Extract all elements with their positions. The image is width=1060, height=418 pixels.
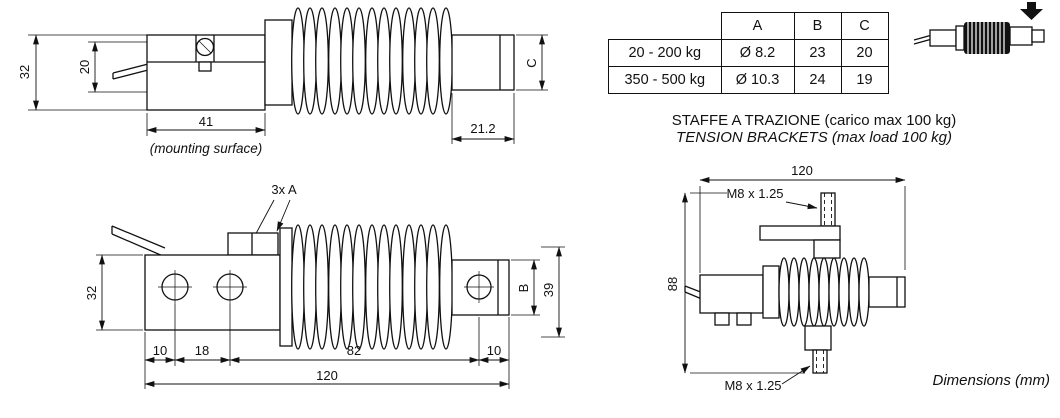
body-outline [699,274,764,314]
table-header-row: A B C [609,12,889,40]
dim-body-width: 32 [84,286,99,300]
bellows [964,22,1010,54]
bellows [291,224,453,350]
top-bracket-riser [813,239,841,259]
table-row: 20 - 200 kg Ø 8.2 23 20 [608,39,889,67]
body-outline [929,29,957,47]
table-cell-b: 24 [793,66,842,94]
dim-end-length: 21.2 [470,121,495,136]
bracket-titles: STAFFE A TRAZIONE (carico max 100 kg) TE… [618,112,1010,146]
flange [279,227,293,347]
table-blank-cell [609,13,722,40]
flange [955,25,965,51]
units-note: Dimensions (mm) [932,372,1050,389]
thread-label-top: M8 x 1.25 [726,186,783,201]
dim-end-height: C [524,58,539,67]
table-cell-c: 20 [840,39,889,67]
bracket-title-en: TENSION BRACKETS (max load 100 kg) [676,129,952,146]
dim-end-width: B [516,284,531,293]
table-cell-range: 350 - 500 kg [608,66,722,94]
mounting-hole [158,270,192,304]
bellows [778,257,870,327]
dim-d1: 10 [153,343,167,358]
table-header-a: A [720,12,795,40]
top-bracket-plate [759,225,841,241]
bellows [291,7,453,115]
bracket-title-it: STAFFE A TRAZIONE (carico max 100 kg) [671,112,957,129]
end-cylinder [1009,26,1033,46]
bracket-view: 120 M8 x 1.25 M8 x 1.25 88 [665,163,906,393]
dim-partial-height: 20 [77,60,92,74]
load-arrow-icon [1020,2,1043,20]
flange [264,19,293,106]
dim-bellows-width: 39 [541,283,556,297]
top-view: 3x A [84,182,565,389]
top-stud [820,192,836,227]
dim-mounting-length: 41 [199,114,213,129]
end-cylinder [451,34,515,91]
lever [913,34,933,45]
leader-line [785,201,818,210]
dim-stud-spacing: 88 [665,277,680,291]
mounting-surface-caption: (mounting surface) [150,141,263,156]
mounting-hole [213,270,247,304]
flange [762,265,780,319]
bottom-stud [812,349,828,374]
table-header-b: B [793,12,842,40]
table-cell-a: Ø 10.3 [720,66,795,94]
dim-d3: 82 [347,343,361,358]
holes-label: 3x A [271,182,297,197]
side-view: 32 20 41 (mounting surface) 21.2 C [17,7,548,156]
lever [111,225,166,257]
bottom-bracket-riser [804,325,832,351]
table-header-c: C [840,12,889,40]
leader-line [781,365,811,385]
table-row: 350 - 500 kg Ø 10.3 24 19 [608,66,889,94]
table-cell-c: 19 [840,66,889,94]
table-cell-b: 23 [793,39,842,67]
lever [112,62,153,80]
dim-body-height: 32 [17,65,32,79]
top-block [227,232,279,256]
dim-d2: 18 [195,343,209,358]
dim-total-length: 120 [316,368,338,383]
product-icon [913,2,1045,54]
end-hole [464,271,494,303]
spec-table: A B C 20 - 200 kg Ø 8.2 23 20 350 - 500 … [608,12,889,94]
thread-label-bottom: M8 x 1.25 [724,378,781,393]
table-cell-a: Ø 8.2 [720,39,795,67]
end-tip [1031,29,1045,43]
foot [736,312,752,326]
end-cylinder [868,276,906,308]
dim-d4: 10 [487,343,501,358]
table-cell-range: 20 - 200 kg [608,39,722,67]
dim-bracket-length: 120 [791,163,813,178]
leader-line [276,199,291,232]
foot [714,312,730,326]
